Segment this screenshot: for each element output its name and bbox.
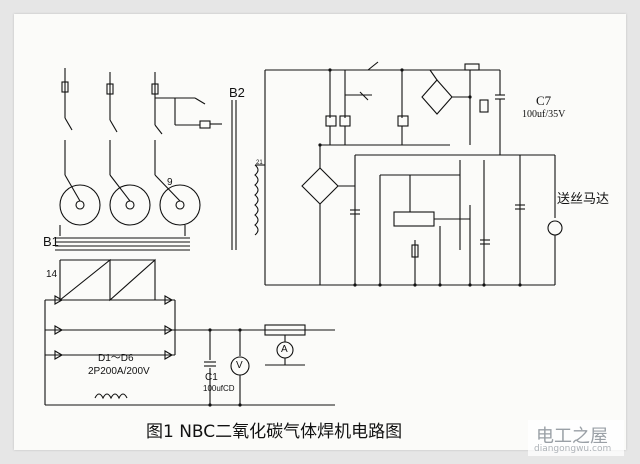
- relay-contacts: [320, 61, 450, 146]
- tap-switch-circles: [59, 174, 201, 226]
- figure-caption: 图1 NBC二氧化碳气体焊机电路图: [146, 422, 403, 442]
- label-motor: 送丝马达: [557, 191, 610, 206]
- label-b1: B1: [43, 234, 59, 249]
- label-diodes: D1～D6: [98, 353, 134, 364]
- label-c1: C1: [205, 372, 218, 383]
- watermark-name: 电工之屋: [536, 426, 608, 447]
- output-winding-14: [59, 258, 156, 302]
- watermark: 电工之屋 diangongwu.com: [528, 420, 624, 456]
- diode-bank: [44, 295, 335, 406]
- watermark-url: diangongwu.com: [534, 444, 612, 454]
- selector-switch-columns: [61, 68, 222, 175]
- meter-a-label: A: [281, 344, 288, 355]
- label-terminal-21: 21: [256, 160, 263, 166]
- label-b2: B2: [229, 85, 245, 100]
- label-diode-spec: 2P200A/200V: [88, 366, 150, 377]
- label-tap-9: 9: [167, 177, 173, 188]
- meter-v-label: V: [236, 360, 243, 371]
- label-c1-value: 100ufCD: [203, 384, 235, 393]
- bridge-rectifier-main: [301, 145, 520, 285]
- bridge-rectifier-upper: [421, 63, 505, 145]
- transformer-b1: [55, 225, 190, 251]
- label-winding-14: 14: [46, 269, 58, 280]
- transformer-b2: [231, 69, 520, 286]
- bottom-inductor: [94, 393, 130, 406]
- output-meters: [204, 324, 306, 405]
- label-c7: C7: [536, 93, 552, 108]
- motor-branch: [499, 145, 563, 286]
- regulator-board: [379, 160, 490, 285]
- label-c7-value: 100uf/35V: [522, 109, 566, 120]
